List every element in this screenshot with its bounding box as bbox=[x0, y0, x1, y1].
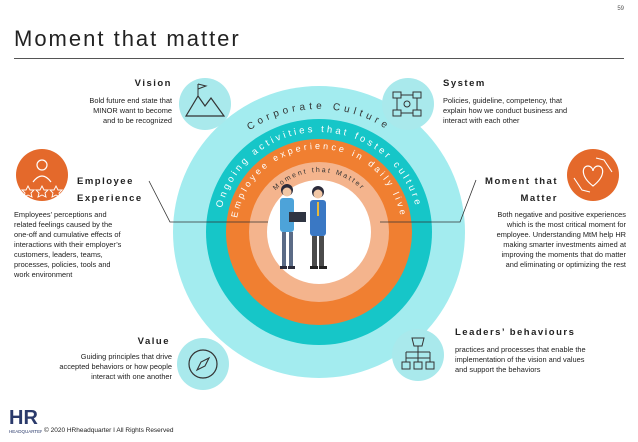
people-illustration bbox=[280, 184, 327, 269]
vision-line: and to be recognized bbox=[102, 116, 172, 125]
moment-that-matter-heading-line: Moment that bbox=[485, 176, 558, 187]
employee-experience-heading-line: Employee bbox=[77, 176, 134, 187]
value-description: Guiding principles that drive accepted b… bbox=[34, 352, 172, 382]
compass-icon bbox=[177, 338, 229, 390]
svg-text:HR: HR bbox=[9, 407, 38, 429]
moment-that-matter-line: Both negative and positive experiences bbox=[497, 210, 626, 219]
title-divider bbox=[14, 58, 624, 59]
copyright-footer: © 2020 HRheadquarter I All Rights Reserv… bbox=[44, 427, 174, 434]
page-title: Moment that matter bbox=[14, 26, 241, 51]
system-line: Policies, guideline, competency, that bbox=[443, 96, 563, 105]
moment-that-matter-heading-line: Matter bbox=[520, 193, 558, 204]
system-line: interact with each other bbox=[443, 116, 520, 125]
hr-headquarter-logo: HR HEADQUARTER bbox=[9, 407, 42, 434]
value-line: accepted behaviors or how people bbox=[59, 362, 172, 371]
leaders-behaviours-line: practices and processes that enable the bbox=[455, 345, 586, 354]
leaders-behaviours-line: and support the behaviors bbox=[455, 365, 541, 374]
employee-experience-description: Employees’ perceptions and related feeli… bbox=[14, 210, 164, 280]
vision-heading: Vision bbox=[134, 78, 172, 89]
employee-experience-line: work environment bbox=[14, 270, 73, 279]
moment-that-matter-line: which is the most critical moment for bbox=[506, 220, 626, 229]
heart-hands-icon bbox=[567, 149, 619, 201]
employee-experience-connector bbox=[148, 180, 268, 223]
page-number: 59 bbox=[617, 6, 624, 12]
system-description: Policies, guideline, competency, that ex… bbox=[443, 96, 613, 126]
moment-that-matter-connector bbox=[380, 179, 477, 223]
moment-that-matter-line: making smarter investments aimed at bbox=[503, 240, 626, 249]
employee-experience-line: processes, policies, tools and bbox=[14, 260, 111, 269]
moment-that-matter-line: and eliminating or optimizing the rest bbox=[505, 260, 626, 269]
value-line: interact with one another bbox=[91, 372, 172, 381]
trophy-hierarchy-icon bbox=[392, 329, 444, 381]
vision-line: Bold future end state that bbox=[89, 96, 172, 105]
vision-line: MINOR want to become bbox=[93, 106, 172, 115]
employee-experience-line: related feelings caused by the bbox=[14, 220, 113, 229]
moment-that-matter-heading: Moment that Matter bbox=[460, 173, 558, 207]
flowchart-icon bbox=[382, 78, 434, 130]
moment-that-matter-line: employee. Understanding MtM help HR bbox=[496, 230, 626, 239]
leaders-behaviours-description: practices and processes that enable the … bbox=[455, 345, 625, 375]
leaders-behaviours-heading: Leaders’ behaviours bbox=[455, 327, 576, 338]
mountain-icon bbox=[179, 78, 231, 130]
moment-that-matter-description: Both negative and positive experiences w… bbox=[454, 210, 626, 270]
employee-experience-line: interactions with their employer’s bbox=[14, 240, 122, 249]
employee-experience-line: Employees’ perceptions and bbox=[14, 210, 107, 219]
value-heading: Value bbox=[137, 336, 170, 347]
employee-experience-heading-line: Experience bbox=[77, 193, 143, 204]
value-line: Guiding principles that drive bbox=[80, 352, 172, 361]
employee-experience-line: one-off and cumulative effects of bbox=[14, 230, 121, 239]
system-line: explain how we conduct business and bbox=[443, 106, 568, 115]
leaders-behaviours-line: implementation of the vision and values bbox=[455, 355, 585, 364]
moment-that-matter-line: improving the moments that do matter bbox=[501, 250, 626, 259]
employee-experience-line: customers, leaders, teams, bbox=[14, 250, 103, 259]
employee-experience-heading: Employee Experience bbox=[77, 173, 167, 207]
employee-rating-icon bbox=[16, 149, 68, 201]
svg-text:HEADQUARTER: HEADQUARTER bbox=[9, 429, 42, 434]
system-heading: System bbox=[443, 78, 486, 89]
vision-description: Bold future end state that MINOR want to… bbox=[40, 96, 172, 126]
